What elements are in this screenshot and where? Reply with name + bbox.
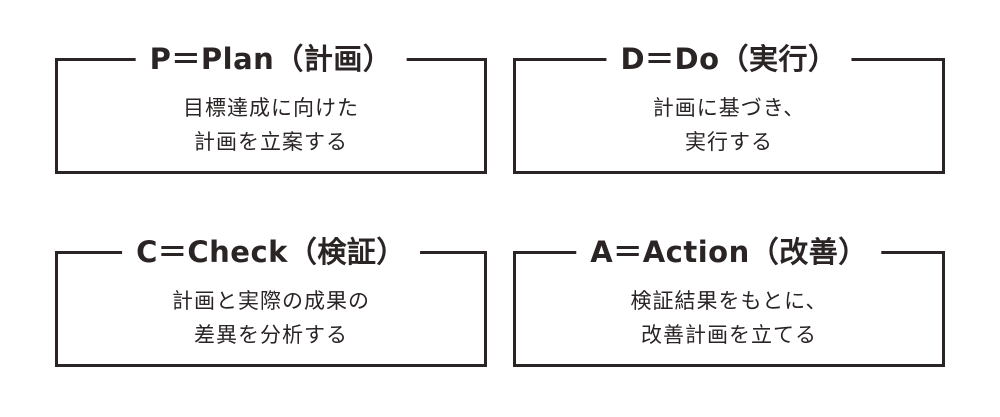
do-description: 計画に基づき、 実行する xyxy=(516,91,942,159)
check-description-line: 計画と実際の成果の xyxy=(172,289,370,313)
plan-box: P＝Plan（計画） 目標達成に向けた 計画を立案する xyxy=(55,37,487,174)
action-box: A＝Action（改善） 検証結果をもとに、 改善計画を立てる xyxy=(513,230,945,367)
plan-description-line: 計画を立案する xyxy=(194,130,348,154)
plan-description-line: 目標達成に向けた xyxy=(183,96,359,120)
do-description-line: 計画に基づき、 xyxy=(652,96,806,120)
action-description-line: 改善計画を立てる xyxy=(641,323,817,347)
action-title: A＝Action（改善） xyxy=(576,230,882,274)
do-title: D＝Do（実行） xyxy=(606,37,852,81)
action-description-line: 検証結果をもとに、 xyxy=(630,289,828,313)
check-description: 計画と実際の成果の 差異を分析する xyxy=(58,284,484,352)
do-description-line: 実行する xyxy=(685,130,773,154)
action-description: 検証結果をもとに、 改善計画を立てる xyxy=(516,284,942,352)
do-box: D＝Do（実行） 計画に基づき、 実行する xyxy=(513,37,945,174)
plan-title: P＝Plan（計画） xyxy=(135,37,407,81)
check-description-line: 差異を分析する xyxy=(194,323,348,347)
plan-description: 目標達成に向けた 計画を立案する xyxy=(58,91,484,159)
check-title: C＝Check（検証） xyxy=(122,230,420,274)
check-box: C＝Check（検証） 計画と実際の成果の 差異を分析する xyxy=(55,230,487,367)
